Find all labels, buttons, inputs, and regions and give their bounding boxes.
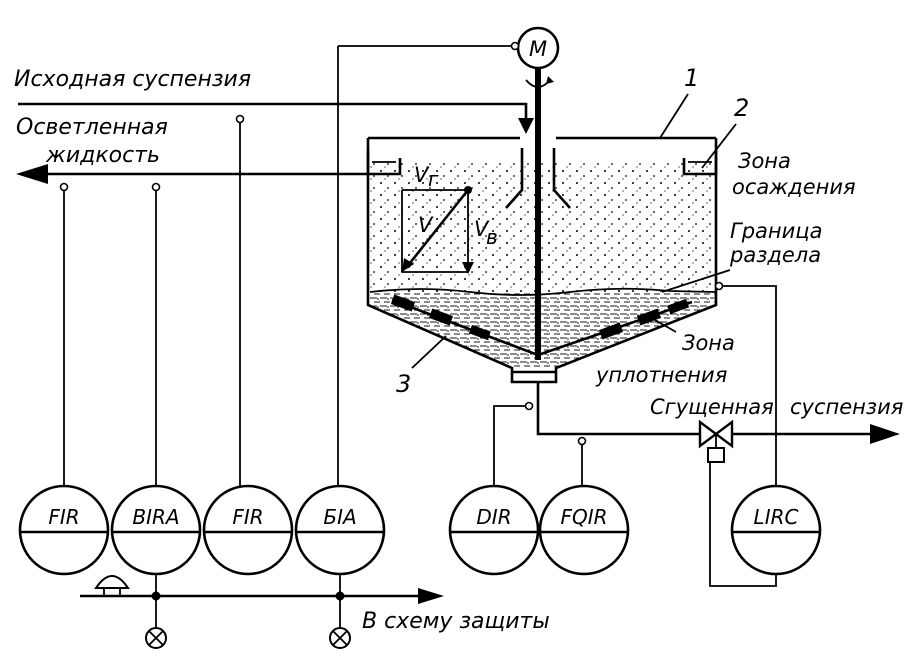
callout-3: 3	[396, 370, 411, 398]
motor-label: М	[529, 37, 547, 61]
instrument-dir[interactable]: DIR	[448, 484, 540, 576]
callout-2: 2	[734, 94, 749, 122]
bia-label: БIA	[323, 505, 356, 529]
feed-label: Исходная суспензия	[14, 67, 251, 92]
bira-label: BIRA	[132, 505, 179, 529]
signal-lamp-icon	[329, 627, 351, 649]
signal-lamp-icon	[145, 627, 167, 649]
control-valve	[698, 419, 718, 449]
fir-2-label: FIR	[232, 505, 263, 529]
settling-zone-label-2: осаждения	[732, 175, 856, 199]
interface-line	[369, 287, 716, 296]
compaction-zone	[370, 292, 715, 368]
v-label: V	[418, 213, 434, 237]
settling-zone	[370, 160, 715, 292]
callout-1: 1	[684, 64, 699, 92]
tank-wall	[366, 138, 718, 384]
alarm-horn-icon	[94, 575, 130, 589]
instrument-fqir[interactable]: FQIR	[538, 484, 630, 576]
clarified-outlet: Осветленная жидкость	[16, 115, 368, 184]
zone-labels: Зона осаждения Граница раздела Зона упло…	[396, 64, 856, 398]
instrument-fir-2[interactable]: FIR	[202, 484, 294, 576]
compaction-zone-label-2: уплотнения	[595, 363, 727, 387]
motor: М	[338, 26, 560, 88]
interface-label-2: раздела	[729, 243, 821, 267]
rake-arms	[390, 294, 693, 357]
clarified-label-1: Осветленная	[16, 115, 168, 140]
vg-label: V	[414, 163, 430, 187]
instrument-lirc[interactable]: LIRC	[730, 484, 822, 576]
feedwell-right	[552, 148, 571, 209]
instrument-bira[interactable]: BIRA	[110, 484, 202, 576]
thickened-label-2: суспензия	[790, 395, 903, 419]
settling-zone-label-1: Зона	[738, 149, 791, 173]
launder-right	[682, 150, 718, 176]
fir-1-label: FIR	[48, 505, 79, 529]
lirc-label: LIRC	[754, 505, 799, 529]
compaction-zone-label-1: Зона	[682, 331, 735, 355]
thickened-label-1: Сгущенная	[650, 395, 774, 419]
feedwell-left	[505, 148, 524, 209]
dir-label: DIR	[476, 505, 511, 529]
instrument-fir-1[interactable]: FIR	[18, 484, 110, 576]
velocity-diagram: V г V V в	[401, 163, 498, 274]
fqir-label: FQIR	[560, 505, 607, 529]
vg-subscript: г	[428, 167, 439, 191]
vv-subscript: в	[486, 225, 498, 249]
interface-label-1: Граница	[730, 219, 822, 243]
signal-lines	[59, 46, 777, 587]
feed-line: Исходная суспензия	[14, 67, 534, 134]
instrument-bia[interactable]: БIA	[294, 484, 386, 576]
protection-label: В схему защиты	[362, 609, 550, 634]
clarified-label-2: жидкость	[45, 143, 160, 168]
vv-label: V	[474, 217, 490, 241]
thickener-tank	[366, 68, 718, 384]
protection-bus: В схему защиты	[80, 574, 550, 649]
launder-left	[366, 150, 402, 176]
thickened-outlet: Сгущенная суспензия	[536, 382, 903, 463]
